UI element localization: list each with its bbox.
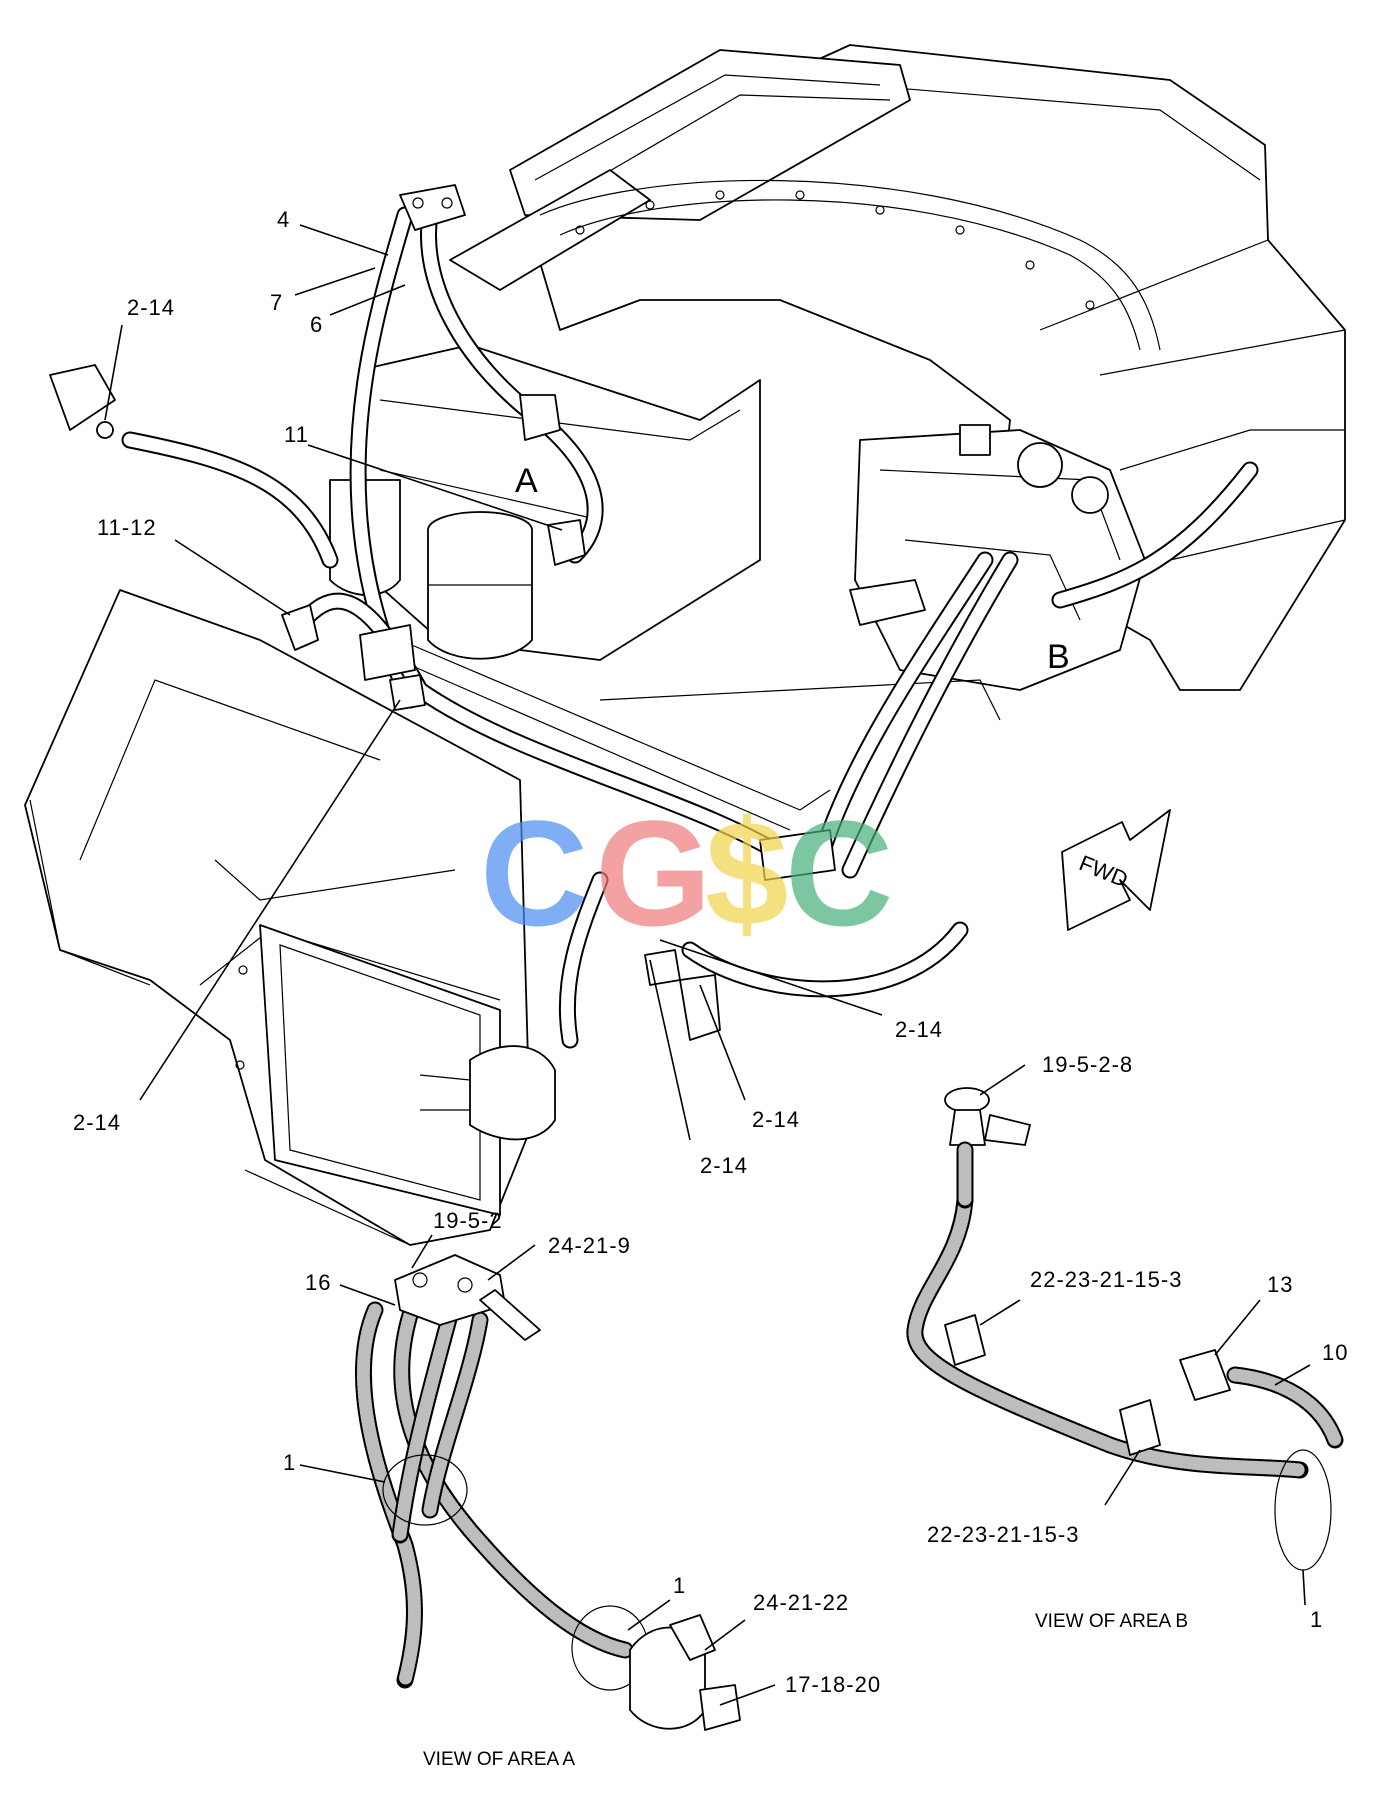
hose-routing-main <box>121 206 1259 1049</box>
callout-4: 4 <box>277 207 290 232</box>
callout-17-18-20: 17-18-20 <box>785 1672 881 1697</box>
callout-labels: 4 7 6 2-14 11 11-12 2-14 2-14 2-14 2-14 … <box>73 207 1348 1697</box>
callout-1-view-b: 1 <box>1310 1607 1323 1632</box>
callout-19-5-2-8: 19-5-2-8 <box>1042 1052 1133 1077</box>
callout-10: 10 <box>1322 1340 1348 1365</box>
callout-13: 13 <box>1267 1272 1293 1297</box>
watermark-letter-c2: C <box>785 789 893 957</box>
fwd-direction-arrow: FWD <box>1061 809 1171 931</box>
watermark-letter-g: G <box>595 789 712 957</box>
callout-22-23-21-15-3-lower: 22-23-21-15-3 <box>927 1522 1079 1547</box>
caption-view-of-area-b: VIEW OF AREA B <box>1035 1611 1188 1632</box>
watermark-letter-c1: C <box>480 789 588 957</box>
callout-24-21-22: 24-21-22 <box>753 1590 849 1615</box>
callout-2-14-center: 2-14 <box>752 1107 800 1132</box>
callout-7: 7 <box>270 290 283 315</box>
main-view-fittings <box>49 184 991 1041</box>
view-area-b-drawing <box>906 1087 1344 1571</box>
callout-19-5-2: 19-5-2 <box>433 1208 503 1233</box>
callout-2-14-center-right: 2-14 <box>895 1017 943 1042</box>
callout-1-view-a-right: 1 <box>673 1573 686 1598</box>
leader-lines <box>104 224 1311 1706</box>
machine-frame-drawing <box>24 44 1346 1246</box>
view-area-a-drawing <box>355 1254 741 1731</box>
caption-view-of-area-a: VIEW OF AREA A <box>423 1749 575 1770</box>
callout-2-14-center-low: 2-14 <box>700 1153 748 1178</box>
watermark-letter-dollar: $ <box>705 789 788 957</box>
callout-22-23-21-15-3-upper: 22-23-21-15-3 <box>1030 1267 1182 1292</box>
callout-2-14-upper-left: 2-14 <box>127 295 175 320</box>
cgsc-watermark: C G $ C <box>480 789 893 957</box>
callout-11-12: 11-12 <box>97 515 157 540</box>
callout-11: 11 <box>284 422 309 447</box>
callout-2-14-lower-left: 2-14 <box>73 1110 121 1135</box>
callout-16: 16 <box>305 1270 331 1295</box>
callout-6: 6 <box>310 312 323 337</box>
callout-1-view-a-left: 1 <box>283 1450 296 1475</box>
area-b-label: B <box>1047 638 1070 676</box>
callout-24-21-9: 24-21-9 <box>548 1233 631 1258</box>
area-a-label: A <box>515 462 538 500</box>
